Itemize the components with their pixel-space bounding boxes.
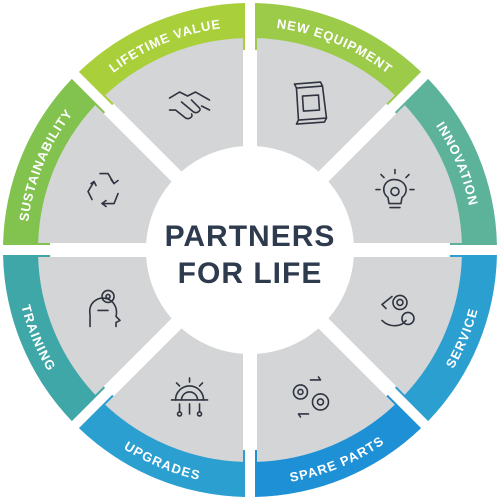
wrench-gear-icon — [381, 294, 415, 327]
segment-band — [78, 394, 246, 497]
segment-band — [254, 3, 422, 106]
segment-service: SERVICE — [328, 254, 497, 422]
segment-upgrades: UPGRADES — [78, 328, 246, 497]
head-gear-icon — [89, 289, 121, 328]
gear-circuit-icon — [170, 377, 209, 417]
gears-cycle-icon — [292, 376, 330, 418]
recycle-icon — [87, 172, 119, 208]
segment-lifetime-value: LIFETIME VALUE — [78, 3, 246, 172]
segment-training: TRAINING — [3, 254, 172, 422]
center-title-line2: FOR LIFE — [178, 257, 323, 290]
segment-band — [78, 3, 246, 106]
segment-band — [3, 254, 106, 422]
machine-icon — [293, 81, 328, 125]
segment-inner — [105, 38, 244, 172]
center-hub — [146, 146, 354, 354]
segment-band — [254, 394, 422, 497]
segment-inner — [256, 38, 395, 172]
segment-band — [394, 254, 497, 422]
handshake-icon — [168, 91, 211, 120]
segment-band — [394, 78, 497, 246]
center-title-line1: PARTNERS — [165, 220, 336, 253]
segment-inner — [105, 328, 244, 462]
segment-band — [3, 78, 106, 246]
segment-inner — [38, 256, 172, 395]
lightbulb-gear-icon — [375, 168, 415, 209]
segment-spare-parts: SPARE PARTS — [254, 328, 422, 497]
segment-sustainability: SUSTAINABILITY — [3, 78, 172, 246]
